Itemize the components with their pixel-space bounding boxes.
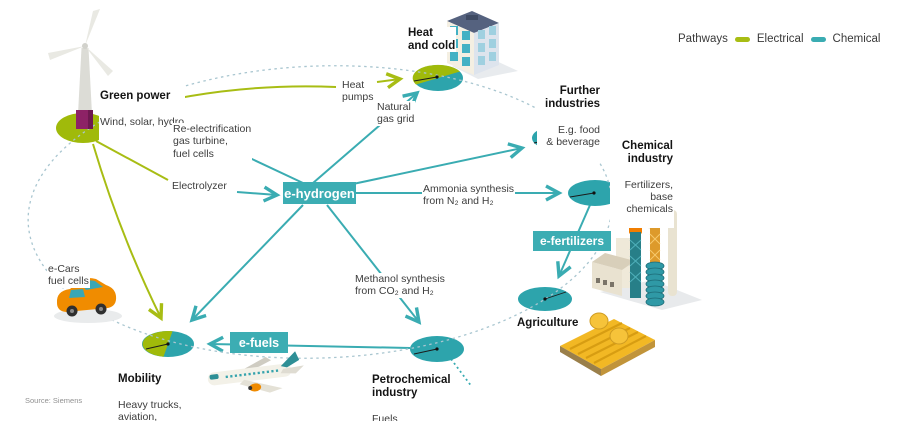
heat-and-cold-title: Heat and cold bbox=[407, 27, 457, 53]
electrolyzer-label: Electrolyzer bbox=[171, 180, 228, 193]
chemical-plant-icon bbox=[592, 210, 702, 310]
legend-title: Pathways bbox=[678, 33, 728, 45]
chemical-swatch-icon bbox=[810, 36, 826, 42]
e-fertilizers-badge: e-fertilizers bbox=[533, 231, 611, 251]
mobility-node-green-half bbox=[142, 331, 173, 357]
hay-field-icon bbox=[560, 312, 655, 376]
petrochemical-subtitle: Fuels bbox=[372, 413, 398, 421]
car-icon bbox=[54, 278, 122, 323]
mobility-subtitle: Heavy trucks, aviation, marine bbox=[118, 399, 182, 421]
further-industries-label: Further industries E.g. food & beverage bbox=[537, 73, 601, 161]
mobility-label: Mobility Heavy trucks, aviation, marine bbox=[117, 361, 183, 421]
legend-electrical-label: Electrical bbox=[756, 33, 804, 45]
arrow-heatpumps-to-heatcold bbox=[376, 72, 404, 90]
e-cars-label: e-Cars fuel cells bbox=[47, 263, 90, 288]
chemical-industry-label: Chemical industry Fertilizers, base chem… bbox=[610, 128, 674, 228]
arrow-methanol-to-petrochemical bbox=[326, 204, 422, 325]
node-pins bbox=[145, 75, 596, 355]
arrow-greenpower-to-mobility bbox=[92, 143, 164, 322]
line-greenpower-to-electrolyzer bbox=[95, 140, 169, 181]
natural-gas-grid-label: Natural gas grid bbox=[376, 101, 416, 126]
legend: Pathways Electrical Chemical bbox=[678, 33, 880, 45]
legend-chemical-label: Chemical bbox=[832, 33, 881, 45]
airplane-icon bbox=[207, 351, 304, 393]
methanol-synthesis-label: Methanol synthesis from CO₂ and H₂ bbox=[354, 273, 446, 298]
petrochemical-label: Petrochemical industry Fuels bbox=[371, 362, 452, 421]
green-power-title: Green power bbox=[100, 90, 171, 103]
e-hydrogen-badge: e-hydrogen bbox=[283, 182, 356, 204]
heat-pumps-label: Heat pumps bbox=[341, 79, 375, 104]
further-industries-title: Further industries bbox=[545, 85, 600, 111]
building-icon bbox=[447, 11, 518, 79]
chemical-industry-title: Chemical industry bbox=[621, 140, 673, 166]
further-industries-subtitle: E.g. food & beverage bbox=[546, 124, 600, 149]
green-power-subtitle: Wind, solar, hydro bbox=[100, 116, 185, 129]
wind-turbine-icon bbox=[48, 9, 113, 129]
arrow-ehydrogen-to-mobility bbox=[189, 204, 304, 323]
e-fuels-badge: e-fuels bbox=[230, 332, 288, 353]
chemical-industry-subtitle: Fertilizers, base chemicals bbox=[624, 179, 673, 216]
agriculture-title: Agriculture bbox=[516, 317, 580, 330]
green-power-label: Green power Wind, solar, hydro bbox=[99, 78, 186, 141]
arrow-ehydrogen-to-furtherindustries bbox=[352, 142, 526, 185]
ammonia-synthesis-label: Ammonia synthesis from N₂ and H₂ bbox=[422, 183, 516, 208]
petrochemical-title: Petrochemical industry bbox=[372, 374, 451, 400]
mobility-title: Mobility bbox=[118, 373, 162, 386]
re-electrification-label: Re-electrification gas turbine, fuel cel… bbox=[172, 123, 253, 161]
arrow-electrolyzer-to-ehydrogen bbox=[236, 185, 281, 203]
dotted-continuation-petrochemical bbox=[450, 358, 473, 388]
electrical-swatch-icon bbox=[734, 36, 750, 42]
source-credit: Source: Siemens bbox=[25, 396, 83, 405]
